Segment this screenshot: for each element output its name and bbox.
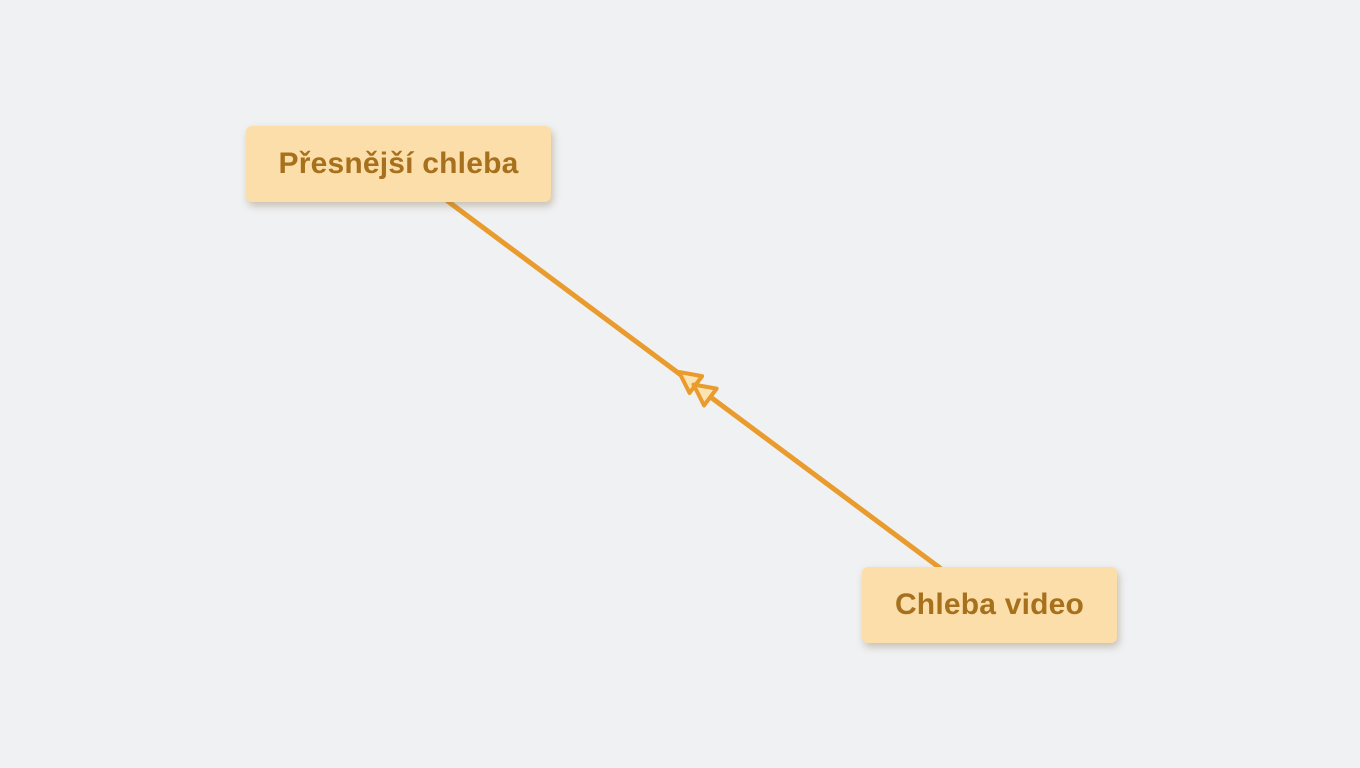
node-chleba-video[interactable]: Chleba video	[862, 567, 1117, 643]
node-label: Přesnější chleba	[278, 147, 519, 180]
node-label: Chleba video	[894, 588, 1085, 621]
node-presnejsi-chleba[interactable]: Přesnější chleba	[246, 126, 551, 202]
edge-chleba-video-to-presnejsi-chleba[interactable]	[445, 198, 943, 571]
